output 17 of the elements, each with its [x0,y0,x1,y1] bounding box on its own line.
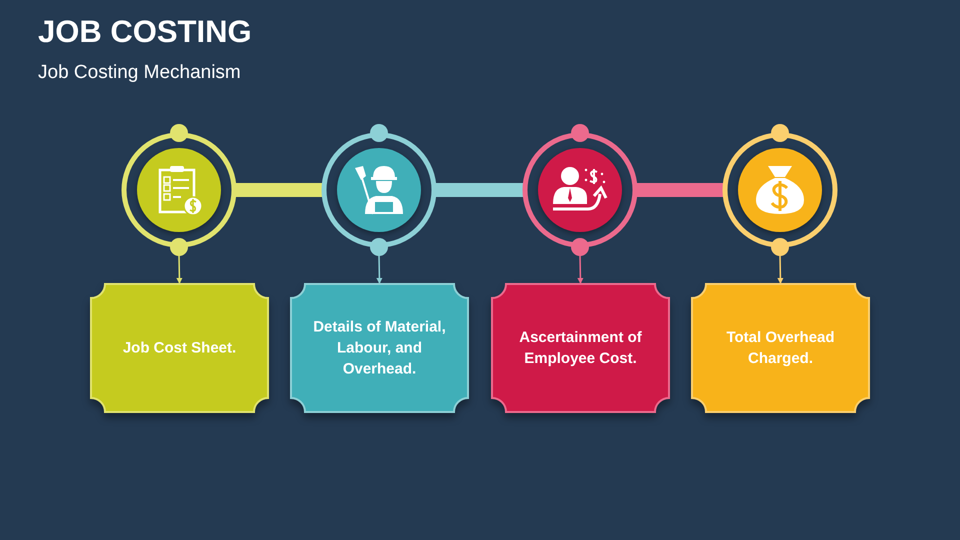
subtitle: Job Costing Mechanism [38,62,241,84]
notched-card [692,284,869,412]
card-text: Ascertainment of Employee Cost. [518,328,643,369]
connector-bar [236,183,322,197]
arrow [176,254,182,284]
notched-card [91,284,268,412]
notched-card [291,284,468,412]
card-text: Details of Material, Labour, and Overhead. [312,318,447,380]
title: JOB COSTING [38,14,252,50]
card-text: Job Cost Sheet. [122,338,238,358]
card-text: Total Overhead Charged. [725,328,836,369]
connector-bar [637,183,723,197]
arrow [577,254,584,284]
arrow [777,254,784,284]
arrow [376,254,382,284]
notched-card [492,284,669,412]
connector-bar [436,183,523,197]
